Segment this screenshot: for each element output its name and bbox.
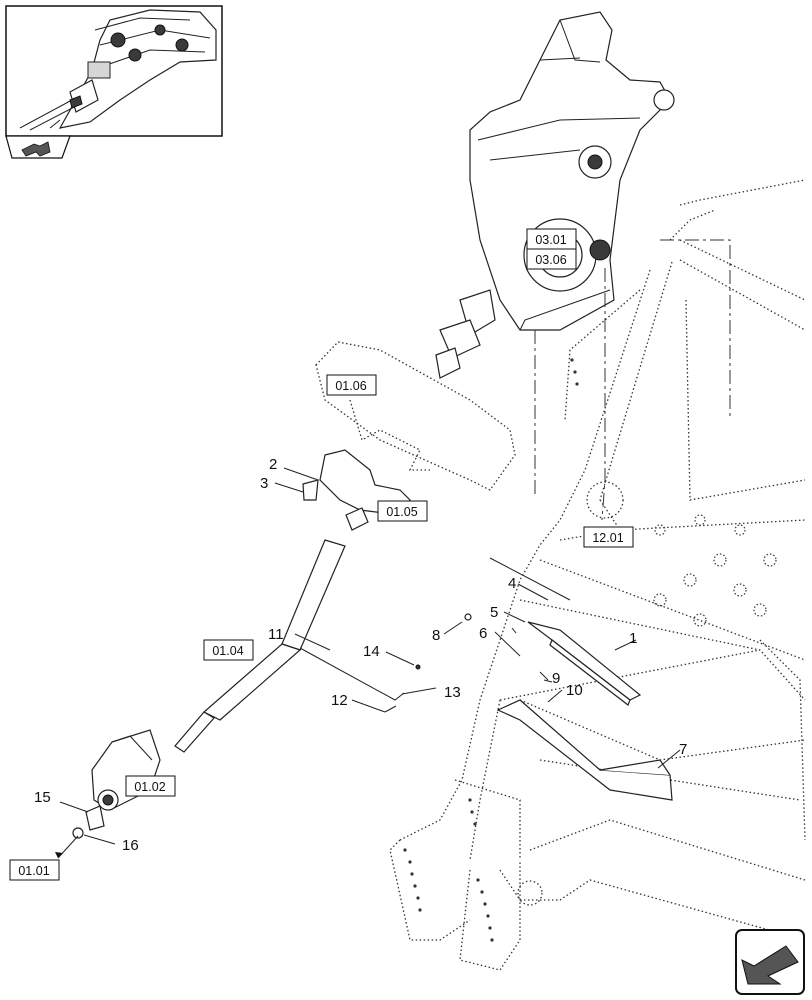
ref-box-01-06[interactable]: 01.06 [326,374,377,396]
bolt-part [384,705,397,713]
ref-label: 12.01 [592,531,623,545]
callout-1[interactable]: 1 [629,630,637,647]
pto-shield [315,341,516,491]
ref-label: 01.02 [134,780,165,794]
main-frame [389,179,806,971]
navigation-arrow-icon [21,141,51,157]
callout-9[interactable]: 9 [552,670,560,687]
callout-10[interactable]: 10 [566,682,583,699]
callout-8[interactable]: 8 [432,627,440,644]
washer-part [511,627,517,634]
callout-6[interactable]: 6 [479,625,487,642]
drive-shaft [174,539,346,753]
ref-box-01-04[interactable]: 01.04 [203,639,254,661]
pto-coupling [302,449,411,531]
reference-boxes: 03.01 03.06 01.06 01.05 12.01 01.04 01.0… [9,228,634,881]
ref-box-01-01[interactable]: 01.01 [9,859,60,881]
navigation-arrow-icon [741,945,799,985]
ref-box-03-01[interactable]: 03.01 [526,228,577,250]
ref-box-01-05[interactable]: 01.05 [377,500,428,522]
callout-2[interactable]: 2 [269,456,277,473]
bolt-part [539,671,549,681]
gearbox-assembly [435,11,675,379]
ref-box-12-01[interactable]: 12.01 [583,526,634,548]
callout-4[interactable]: 4 [508,575,516,592]
nut-part [415,664,421,670]
washer-part [464,613,472,621]
threaded-rod [489,557,571,601]
ref-label: 03.01 [535,233,566,247]
shield-part [496,699,673,801]
callout-11[interactable]: 11 [268,626,284,643]
ref-label: 01.06 [335,379,366,393]
overview-thumbnail[interactable] [5,5,223,159]
callout-3[interactable]: 3 [260,475,268,492]
callout-15[interactable]: 15 [34,789,51,806]
next-page-button[interactable] [735,929,805,995]
ref-label: 01.01 [18,864,49,878]
bracket-part [527,621,642,706]
machine-overview-thumbnail-icon [19,9,217,131]
alignment-line [660,239,731,420]
ref-label: 01.05 [386,505,417,519]
ref-box-03-06[interactable]: 03.06 [526,248,577,270]
callout-7[interactable]: 7 [679,741,687,758]
callout-16[interactable]: 16 [122,837,139,854]
plate-part [299,647,405,701]
callouts: 1 2 3 4 5 6 7 8 9 10 11 12 13 14 15 16 [34,456,687,854]
alignment-line [601,268,606,521]
leader-lines [55,467,681,859]
ref-box-01-02[interactable]: 01.02 [125,775,176,797]
ref-label: 03.06 [535,253,566,267]
callout-5[interactable]: 5 [490,604,498,621]
callout-13[interactable]: 13 [444,684,461,701]
callout-14[interactable]: 14 [363,643,380,660]
ref-label: 01.04 [212,644,243,658]
callout-12[interactable]: 12 [331,692,348,709]
